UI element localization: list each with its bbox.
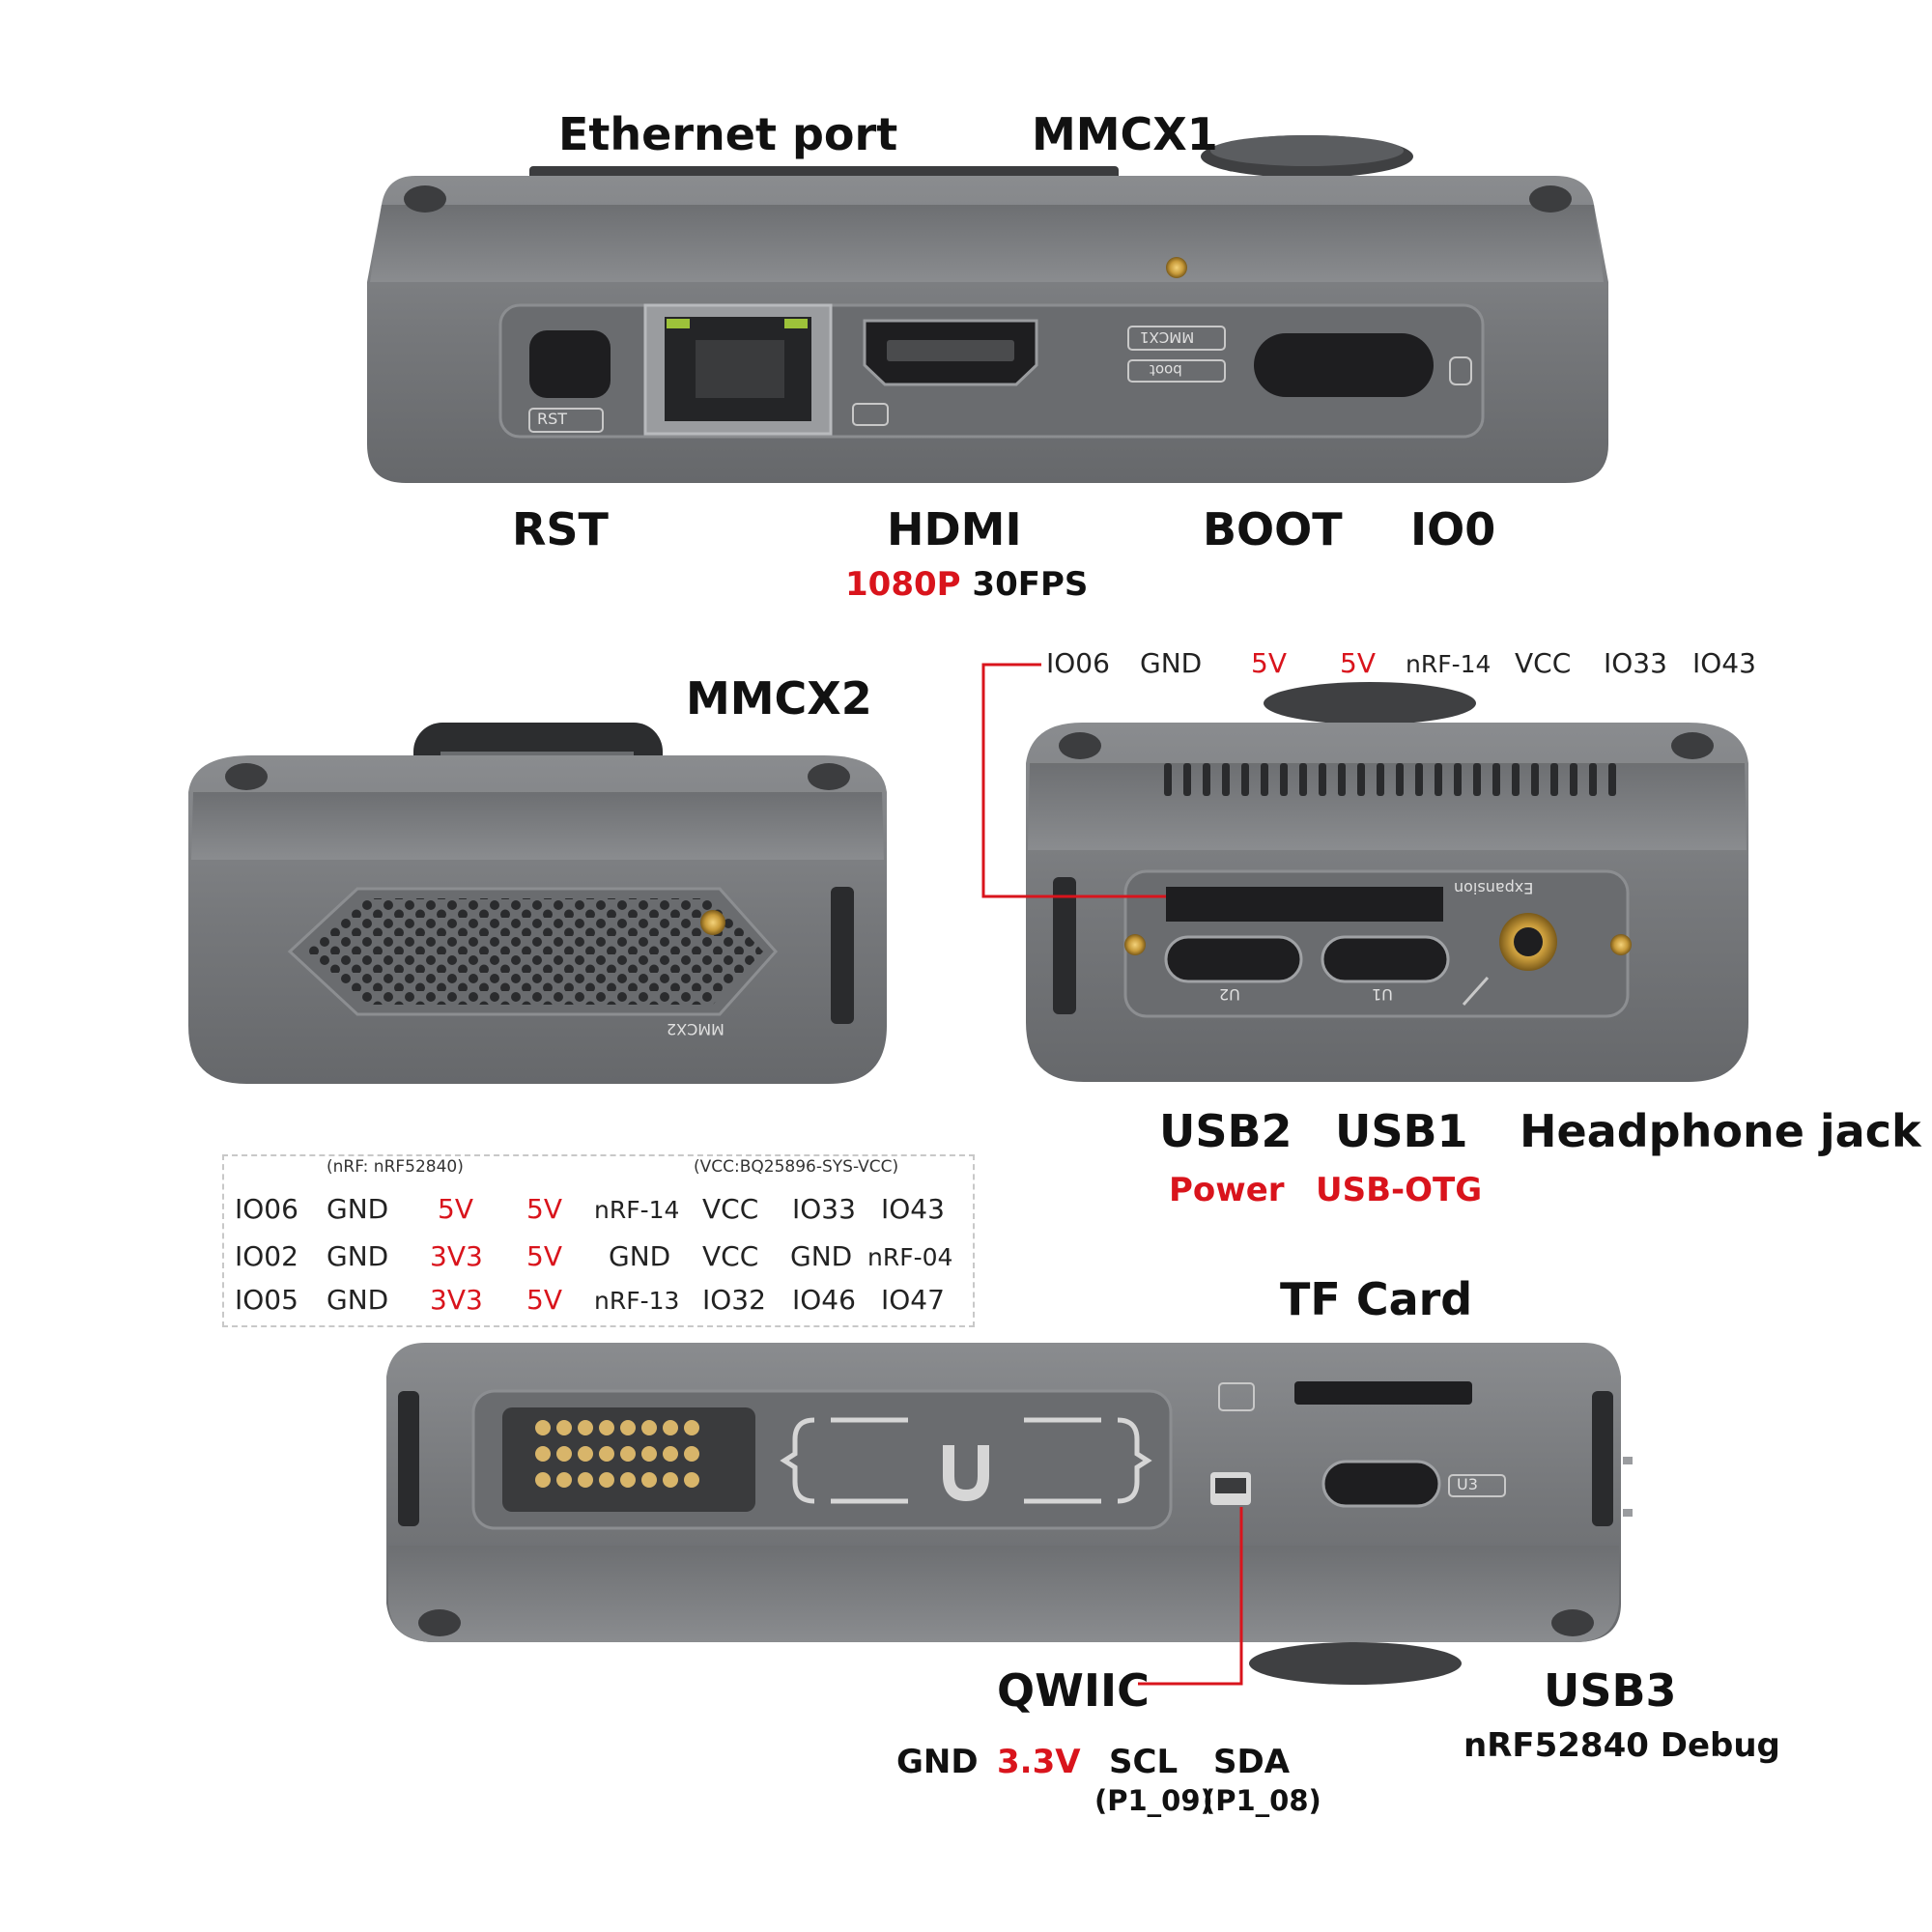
mmcx2-print: MMCX2 bbox=[667, 1020, 724, 1038]
u3-print: U3 bbox=[1457, 1475, 1478, 1493]
pin-table-note-nrf: (nRF: nRF52840) bbox=[327, 1157, 464, 1177]
exp-pin-4: 5V bbox=[1340, 647, 1376, 679]
usb2-sublabel: Power bbox=[1169, 1171, 1285, 1209]
pin-r3-c7: IO46 bbox=[792, 1284, 856, 1316]
pin-r2-c2: GND bbox=[327, 1240, 389, 1272]
qwiic-pin-3v3: 3.3V bbox=[997, 1743, 1081, 1781]
magnet-icon bbox=[780, 1417, 1152, 1504]
headphone-jack-label: Headphone jack bbox=[1520, 1105, 1921, 1157]
usb1-port-shape bbox=[1321, 935, 1450, 983]
mmcx1-connector-shape bbox=[1166, 257, 1187, 278]
pin-r1-c6: VCC bbox=[702, 1193, 759, 1225]
expansion-print: Expansion bbox=[1454, 879, 1534, 897]
qwiic-pin-scl: SCL bbox=[1109, 1743, 1179, 1781]
rst-label: RST bbox=[512, 503, 609, 555]
io0-button-shape bbox=[1254, 333, 1434, 397]
pin-r3-c4: 5V bbox=[526, 1284, 562, 1316]
pin-r1-c3: 5V bbox=[438, 1193, 473, 1225]
boot-label: BOOT bbox=[1203, 503, 1343, 555]
hdmi-spec: 1080P 30FPS bbox=[845, 568, 1088, 601]
pin-r2-c6: VCC bbox=[702, 1240, 759, 1272]
rst-print: RST bbox=[537, 410, 568, 428]
left-device bbox=[188, 723, 887, 1084]
pin-r3-c5: nRF-13 bbox=[594, 1287, 680, 1315]
io0-label: IO0 bbox=[1410, 503, 1496, 555]
hdmi-framerate: 30FPS bbox=[972, 565, 1089, 604]
top-device bbox=[367, 135, 1608, 483]
vent-slots bbox=[1164, 763, 1616, 796]
exp-pin-2: GND bbox=[1140, 647, 1203, 679]
right-device bbox=[1026, 682, 1748, 1082]
expansion-header-shape bbox=[1166, 887, 1443, 922]
pin-r2-c8: nRF-04 bbox=[867, 1243, 953, 1271]
pin-r2-c4: 5V bbox=[526, 1240, 562, 1272]
pin-r3-c8: IO47 bbox=[881, 1284, 945, 1316]
pin-r3-c1: IO05 bbox=[235, 1284, 298, 1316]
pin-r1-c1: IO06 bbox=[235, 1193, 298, 1225]
hdmi-resolution: 1080P bbox=[845, 565, 961, 604]
pin-r1-c5: nRF-14 bbox=[594, 1196, 680, 1224]
u1-print: U1 bbox=[1372, 985, 1393, 1004]
qwiic-label: QWIIC bbox=[997, 1664, 1150, 1717]
pin-r1-c4: 5V bbox=[526, 1193, 562, 1225]
pin-r1-c2: GND bbox=[327, 1193, 389, 1225]
exp-pin-5: nRF-14 bbox=[1406, 650, 1492, 678]
pin-r1-c8: IO43 bbox=[881, 1193, 945, 1225]
usb2-label: USB2 bbox=[1159, 1105, 1293, 1157]
usb2-port-shape bbox=[1164, 935, 1303, 983]
exp-pin-7: IO33 bbox=[1604, 647, 1667, 679]
sda-gpio-note: (P1_08) bbox=[1203, 1784, 1321, 1817]
pin-r2-c3: 3V3 bbox=[430, 1240, 483, 1272]
usb3-sublabel: nRF52840 Debug bbox=[1463, 1726, 1780, 1765]
mmcx2-connector-shape bbox=[700, 910, 725, 935]
tf-card-slot-shape bbox=[1294, 1381, 1472, 1405]
exp-pin-6: VCC bbox=[1515, 647, 1572, 679]
scl-gpio-note: (P1_09) bbox=[1094, 1784, 1213, 1817]
exp-pin-3: 5V bbox=[1251, 647, 1287, 679]
usb3-port-shape bbox=[1321, 1460, 1441, 1508]
pin-r2-c1: IO02 bbox=[235, 1240, 298, 1272]
mmcx1-label: MMCX1 bbox=[1032, 108, 1218, 160]
pin-r3-c6: IO32 bbox=[702, 1284, 766, 1316]
u2-print: U2 bbox=[1219, 985, 1240, 1004]
exp-pin-8: IO43 bbox=[1692, 647, 1756, 679]
pin-r3-c3: 3V3 bbox=[430, 1284, 483, 1316]
qwiic-leader-line bbox=[1138, 1507, 1243, 1686]
mmcx2-label: MMCX2 bbox=[686, 672, 872, 724]
bottom-device bbox=[386, 1343, 1633, 1685]
hdmi-label: HDMI bbox=[887, 503, 1022, 555]
pin-r2-c5: GND bbox=[609, 1240, 671, 1272]
tf-card-label: TF Card bbox=[1280, 1273, 1473, 1325]
rst-button-shape bbox=[529, 330, 611, 398]
exp-pin-1: IO06 bbox=[1046, 647, 1110, 679]
pin-r3-c2: GND bbox=[327, 1284, 389, 1316]
usb3-label: USB3 bbox=[1544, 1664, 1677, 1717]
qwiic-pin-sda: SDA bbox=[1213, 1743, 1291, 1781]
mmcx1-print: MMCX1 bbox=[1140, 328, 1195, 346]
pin-r1-c7: IO33 bbox=[792, 1193, 856, 1225]
ethernet-port-label: Ethernet port bbox=[558, 108, 898, 160]
pin-table-box bbox=[222, 1154, 975, 1327]
usb1-sublabel: USB-OTG bbox=[1316, 1171, 1483, 1209]
pogo-pins bbox=[535, 1420, 699, 1488]
pin-r2-c7: GND bbox=[790, 1240, 853, 1272]
usb1-label: USB1 bbox=[1335, 1105, 1468, 1157]
pin-table-note-vcc: (VCC:BQ25896-SYS-VCC) bbox=[694, 1157, 899, 1177]
boot-print: boot bbox=[1150, 361, 1182, 379]
expansion-leader-line bbox=[981, 663, 1166, 898]
qwiic-pin-gnd: GND bbox=[896, 1743, 979, 1781]
